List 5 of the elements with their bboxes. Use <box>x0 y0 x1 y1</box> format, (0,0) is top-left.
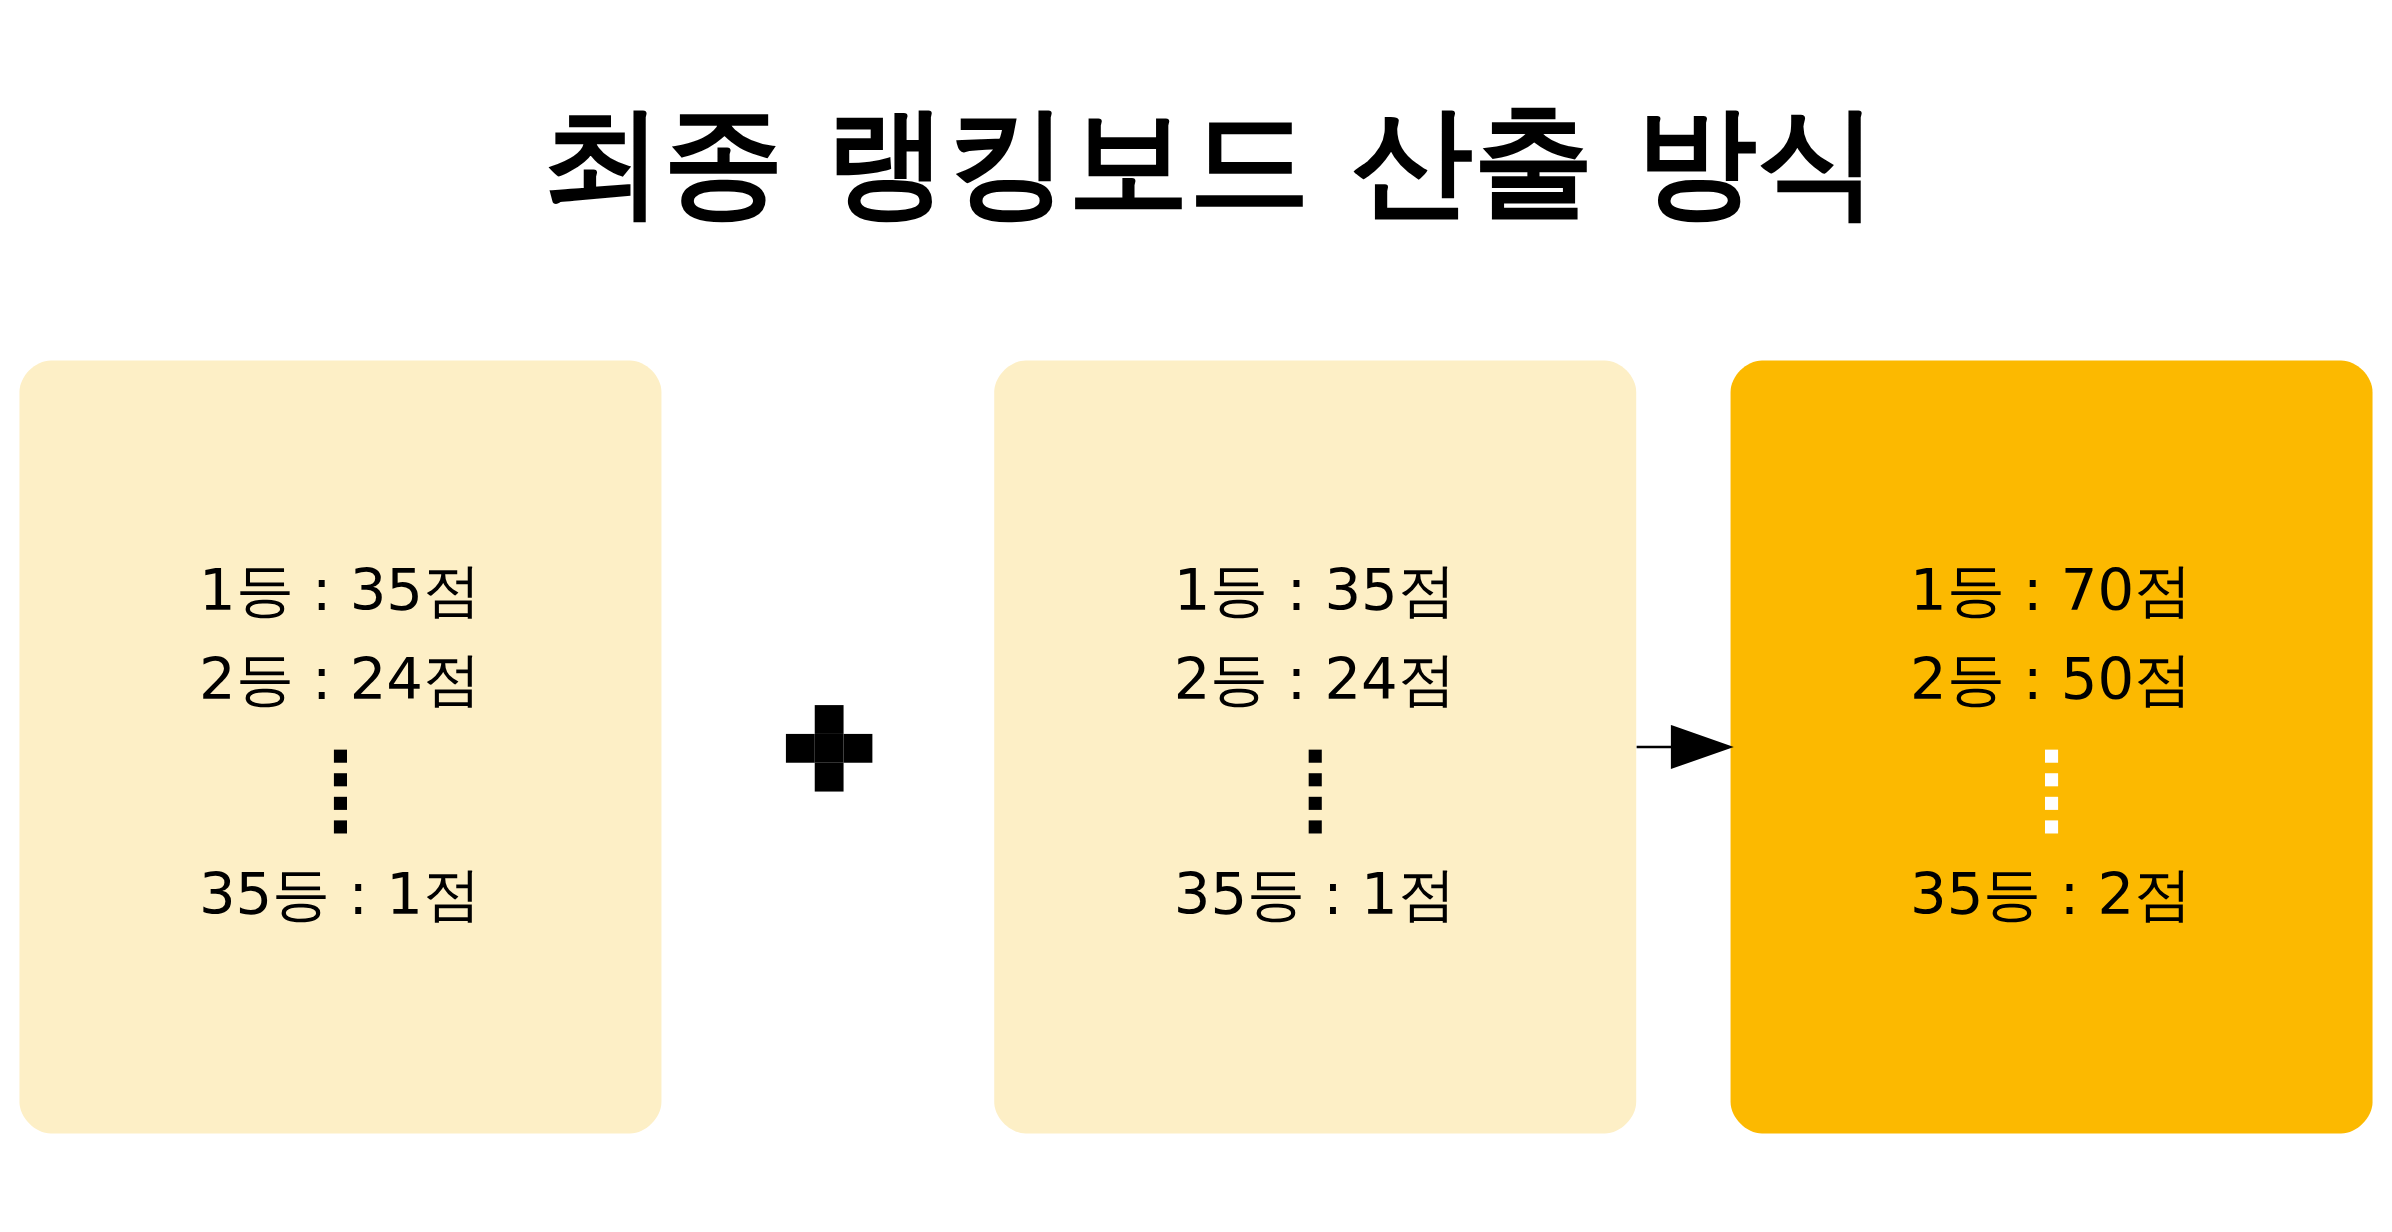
node-box: 1등 : 35점 2등 : 24점 35등 : 1점 <box>19 360 662 1134</box>
arrow <box>1636 725 1734 770</box>
diagram-title: 최종 랭킹보드 산출 방식 <box>542 90 1879 231</box>
node-box: 1등 : 35점 2등 : 24점 35등 : 1점 <box>994 360 1637 1134</box>
node-box: 1등 : 70점 2등 : 50점 35등 : 2점 <box>1730 360 2373 1134</box>
